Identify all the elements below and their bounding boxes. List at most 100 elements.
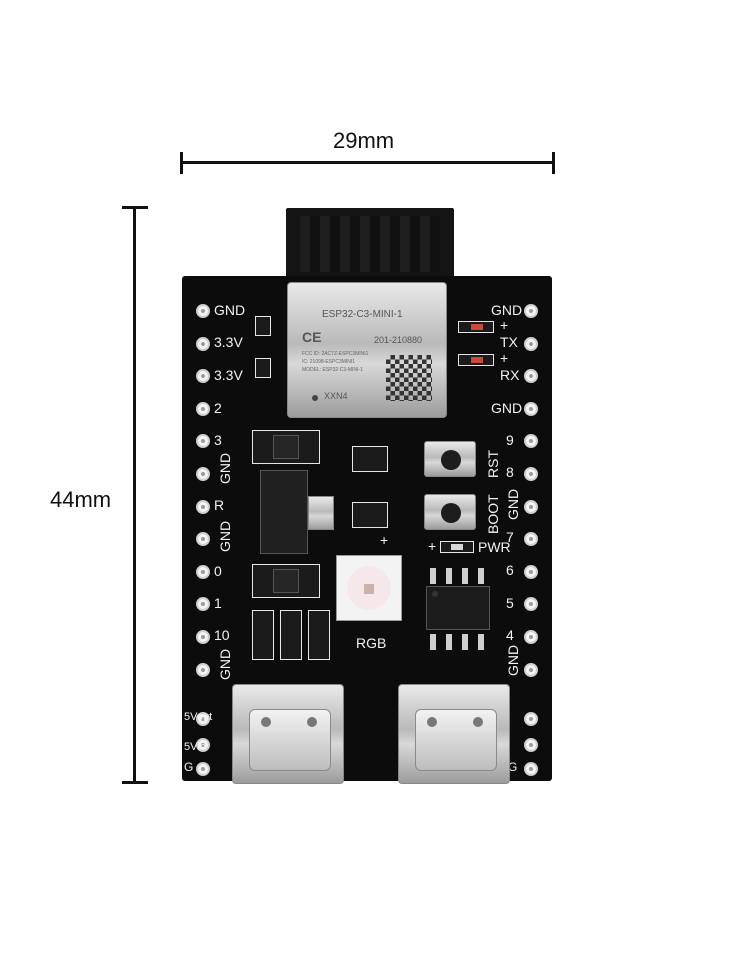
usb-serial-chip — [426, 586, 490, 630]
header-pad — [524, 738, 538, 752]
right-pin-label: 5 — [506, 595, 514, 611]
right-pin-label: 4 — [506, 627, 514, 643]
header-pad — [524, 369, 538, 384]
module-name: ESP32-C3-MINI-1 — [322, 309, 403, 320]
rgb-label: RGB — [356, 635, 387, 651]
header-pad — [196, 738, 210, 752]
right-pin-label: GND — [505, 644, 521, 676]
left-pin-label: 3.3V — [214, 334, 243, 350]
left-pin-label: GND — [217, 520, 233, 552]
left-pin-label: 1 — [214, 595, 222, 611]
fcc-line-1: FCC ID: 2AC7Z-ESPC3MINI1 — [302, 351, 369, 357]
header-pad — [524, 304, 538, 318]
pwr-plus: + — [428, 538, 437, 554]
transistor — [352, 446, 388, 472]
cert-line: 201-210880 — [374, 335, 423, 345]
esp32-module: ESP32-C3-MINI-1 CE 201-210880 FCC ID: 2A… — [287, 282, 447, 418]
diode-top — [252, 430, 320, 464]
left-pin-label: 2 — [214, 400, 222, 416]
fcc-line-2: IC: 21098-ESPC3MINI1 — [302, 359, 356, 365]
header-pad — [196, 762, 210, 776]
left-pin-label: 3.3V — [214, 367, 243, 383]
left-pin-label: 5Vin — [184, 741, 206, 753]
esd-diode — [252, 610, 274, 660]
tx-led — [458, 321, 494, 333]
header-pad — [196, 434, 210, 449]
header-pad — [524, 597, 538, 612]
left-pin-label: GND — [217, 648, 233, 680]
header-pad — [524, 662, 538, 677]
header-pad — [524, 467, 538, 481]
header-pad — [196, 532, 210, 547]
left-pin-label: 3 — [214, 432, 222, 448]
header-pad — [196, 662, 210, 677]
voltage-regulator — [260, 470, 308, 554]
header-pad — [196, 499, 210, 514]
variant-label: XXN4 — [324, 391, 348, 401]
boot-button[interactable] — [424, 494, 476, 530]
rgb-led — [336, 555, 402, 621]
header-pad — [524, 499, 538, 514]
rx-led — [458, 354, 494, 366]
chip-pins-bottom — [430, 634, 486, 650]
right-pin-label: RX — [500, 367, 520, 383]
header-pad — [524, 336, 538, 351]
left-pin-label: G — [184, 760, 194, 774]
width-label: 29mm — [333, 128, 395, 153]
right-pin-label: TX — [500, 334, 518, 350]
chip-pins-top — [430, 568, 486, 584]
header-pad — [196, 630, 210, 644]
header-pad — [524, 630, 538, 644]
boot-label: BOOT — [485, 494, 501, 534]
right-pin-label: GND — [505, 488, 521, 520]
height-dimension — [122, 206, 152, 784]
right-pin-label: 7 — [506, 529, 514, 545]
header-pad — [524, 762, 538, 776]
rst-button[interactable] — [424, 441, 476, 477]
tx-plus: + — [500, 317, 509, 333]
antenna — [286, 208, 454, 280]
header-pad — [196, 597, 210, 612]
left-pin-label: GND — [217, 452, 233, 484]
header-pad — [196, 564, 210, 579]
right-pin-label: GND — [491, 400, 523, 416]
left-pin-label: 0 — [214, 563, 222, 579]
esd-diode — [280, 610, 302, 660]
header-pad — [196, 467, 210, 481]
capacitor — [255, 358, 271, 378]
header-pad — [196, 401, 210, 416]
width-dimension — [180, 150, 555, 180]
header-pad — [196, 336, 210, 351]
usb-c-connector-right — [398, 684, 510, 784]
right-pin-label: 6 — [506, 562, 514, 578]
header-pad — [524, 434, 538, 449]
height-label: 44mm — [50, 487, 112, 512]
capacitor — [255, 316, 271, 336]
right-pin-label: 8 — [506, 464, 514, 480]
qr-code — [386, 355, 432, 401]
left-pin-label: 5Vout — [184, 711, 213, 723]
header-pad — [196, 712, 210, 726]
header-pad — [196, 369, 210, 384]
transistor — [352, 502, 388, 528]
cap-plus: + — [380, 532, 389, 548]
regulator-tab — [308, 496, 334, 530]
ce-mark: CE — [302, 329, 322, 345]
esd-diode — [308, 610, 330, 660]
right-pin-label: 9 — [506, 432, 514, 448]
rst-label: RST — [485, 450, 501, 478]
pwr-led — [440, 541, 474, 553]
left-pin-label: GND — [214, 302, 246, 318]
pwr-label: PWR — [478, 539, 511, 555]
rx-plus: + — [500, 350, 509, 366]
right-pin-label: G — [508, 760, 518, 774]
right-pin-label: GND — [491, 302, 523, 318]
header-pad — [524, 564, 538, 579]
header-pad — [196, 304, 210, 318]
usb-c-connector-left — [232, 684, 344, 784]
left-pin-label: R — [214, 497, 225, 513]
header-pad — [524, 712, 538, 726]
diode-bottom — [252, 564, 320, 598]
header-pad — [524, 401, 538, 416]
header-pad — [524, 532, 538, 547]
